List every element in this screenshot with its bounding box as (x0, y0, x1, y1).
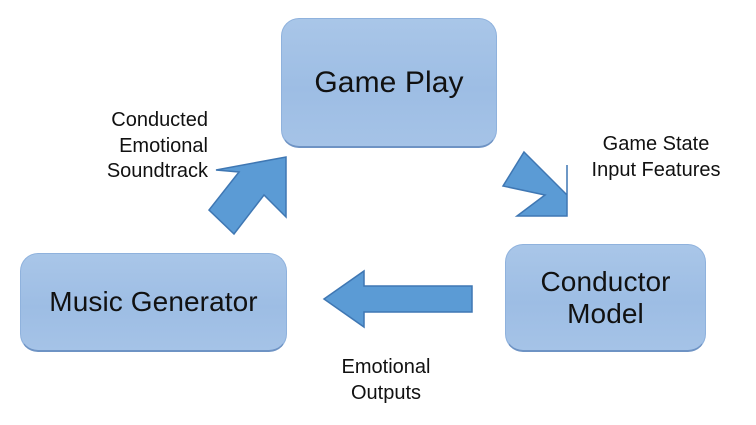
edge-label-game-state-input-features: Game State Input Features (591, 133, 721, 181)
node-music-generator[interactable]: Music Generator (20, 253, 287, 352)
node-conductor-model-label: Conductor Model (540, 266, 671, 329)
arrow-down-right-icon (501, 148, 571, 220)
node-conductor-model[interactable]: Conductor Model (505, 244, 706, 352)
arrow-up-right-icon (206, 155, 290, 237)
node-game-play-label: Game Play (314, 65, 464, 99)
edge-label-emotional-outputs: Emotional Outputs (341, 356, 431, 404)
edge-label-conducted-emotional-soundtrack: Conducted Emotional Soundtrack (106, 109, 208, 183)
arrow-left-icon (322, 268, 474, 330)
node-music-generator-label: Music Generator (49, 286, 258, 318)
node-game-play[interactable]: Game Play (281, 18, 497, 148)
